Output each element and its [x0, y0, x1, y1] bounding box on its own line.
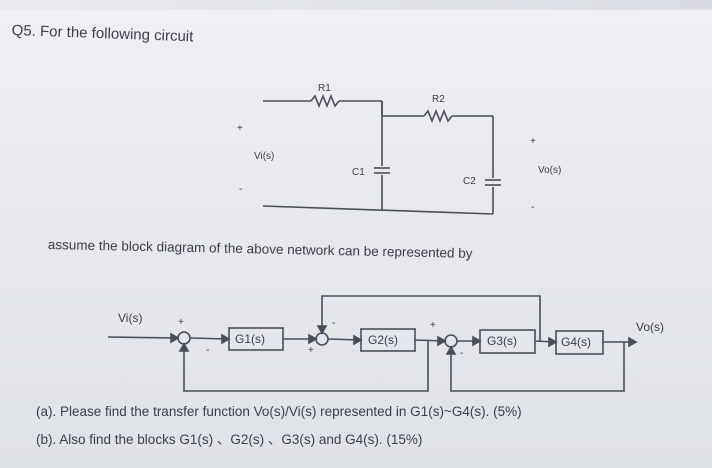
- label-c1: C1: [352, 167, 365, 178]
- feedback-path-bottom-right: [450, 342, 625, 392]
- resistor-r2: [423, 108, 453, 124]
- label-vi-block: Vi(s): [118, 311, 143, 325]
- label-r1: R1: [318, 83, 331, 94]
- part-a-text: (a). Please find the transfer function V…: [36, 404, 522, 419]
- summing-junction-3: [444, 334, 458, 348]
- label-g2: G2(s): [368, 333, 398, 347]
- label-g1: G1(s): [235, 332, 265, 346]
- top-edge: [0, 0, 712, 10]
- label-vo-block: Vo(s): [636, 320, 665, 334]
- label-vo-circuit: Vo(s): [538, 165, 562, 176]
- label-g3: G3(s): [487, 334, 517, 348]
- circuit-diagram: [262, 93, 501, 215]
- wire-bottom: [262, 205, 494, 215]
- feedback-path-top: [321, 295, 541, 341]
- block-diagram: [107, 295, 638, 392]
- sign-minus-out: -: [531, 202, 535, 213]
- summing-junction-2: [315, 332, 329, 346]
- resistor-r1: [310, 93, 340, 109]
- sign-sum2-plus: +: [308, 345, 314, 356]
- part-b-text: (b). Also find the blocks G1(s) 、G2(s) 、…: [36, 432, 423, 447]
- sign-sum3-minus: -: [460, 348, 464, 359]
- sign-plus-out: +: [530, 136, 536, 147]
- sign-plus-in: +: [237, 123, 243, 134]
- sign-sum1-plus: +: [178, 317, 184, 328]
- label-vi-circuit: Vi(s): [254, 151, 275, 162]
- sign-minus-in: -: [239, 184, 243, 195]
- sign-sum2-minus: -: [332, 318, 336, 329]
- summing-junction-1: [177, 331, 191, 345]
- label-c2: C2: [463, 176, 476, 187]
- sign-sum1-minus: -: [206, 345, 210, 356]
- input-signal-line: [107, 336, 179, 339]
- sign-sum3-plus: +: [430, 320, 436, 331]
- label-r2: R2: [432, 94, 445, 105]
- label-g4: G4(s): [561, 335, 591, 349]
- feedback-path-bottom-left: [183, 340, 429, 392]
